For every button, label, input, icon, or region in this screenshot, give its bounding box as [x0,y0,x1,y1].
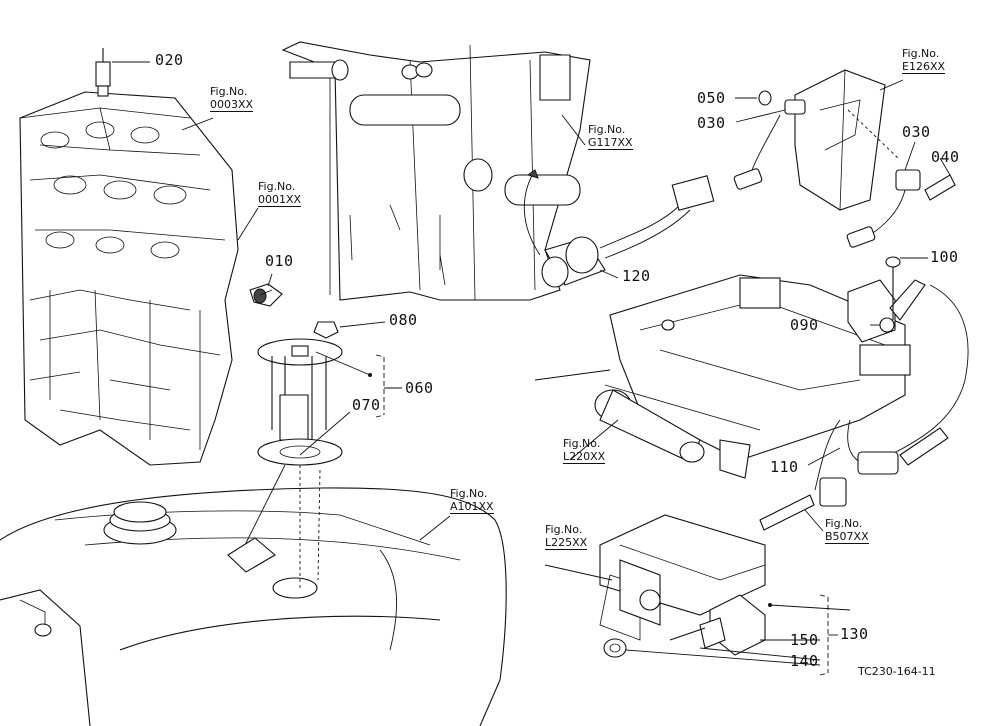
fuel-sender-drawing [227,321,343,573]
callout-070: 070 [352,396,381,414]
fig-ref-e126xx: Fig.No. E126XX [902,47,946,74]
callout-090: 090 [790,316,819,334]
fig-ref-0001xx: Fig.No. 0001XX [258,180,302,207]
fig-ref-l220xx: Fig.No. L220XX [563,437,606,464]
callout-040: 040 [931,148,960,166]
callout-060: 060 [405,379,434,397]
fig-ref-id: E126XX [902,60,946,74]
fig-ref-id: 0001XX [258,193,302,207]
callout-140: 140 [790,652,819,670]
fig-ref-label: Fig.No. [563,437,601,450]
fig-ref-label: Fig.No. [210,85,248,98]
harness-110-drawing [759,419,899,531]
fig-ref-l225xx: Fig.No. L225XX [545,523,588,550]
fig-ref-id: B507XX [825,530,869,544]
drawing-code: TC230-164-11 [858,665,936,678]
fig-ref-id: L225XX [545,536,588,550]
fig-ref-id: 0003XX [210,98,254,112]
fuel-tank-drawing [0,465,507,726]
fig-ref-b507xx: Fig.No. B507XX [825,517,869,544]
fig-ref-label: Fig.No. [588,123,626,136]
callout-030-left: 030 [697,114,726,132]
fig-ref-0003xx: Fig.No. 0003XX [210,85,254,112]
callout-150: 150 [790,631,819,649]
fig-ref-id: L220XX [563,450,606,464]
switch-090-drawing [847,256,969,466]
pedal-switch-drawing [599,514,766,658]
fig-ref-a101xx: Fig.No. A101XX [450,487,494,514]
fig-ref-g117xx: Fig.No. G117XX [588,123,633,150]
frame-drawing [281,41,591,301]
callout-010: 010 [265,252,294,270]
callout-110: 110 [770,458,799,476]
callout-020: 020 [155,51,184,69]
callout-080: 080 [389,311,418,329]
fig-ref-label: Fig.No. [450,487,488,500]
callout-130: 130 [840,625,869,643]
fig-ref-id: A101XX [450,500,494,514]
fig-ref-label: Fig.No. [902,47,940,60]
fig-ref-label: Fig.No. [825,517,863,530]
callout-100: 100 [930,248,959,266]
leader-lines [112,61,951,676]
fig-ref-label: Fig.No. [258,180,296,193]
callout-050: 050 [697,89,726,107]
fig-ref-id: G117XX [588,136,633,150]
fig-ref-label: Fig.No. [545,523,583,536]
engine-block-drawing [19,48,283,466]
pedal-frame-drawing [534,274,911,479]
callout-120: 120 [622,267,651,285]
sensor-bracket-drawing [733,69,956,248]
callout-030-right: 030 [902,123,931,141]
switch-120-drawing [541,175,715,288]
